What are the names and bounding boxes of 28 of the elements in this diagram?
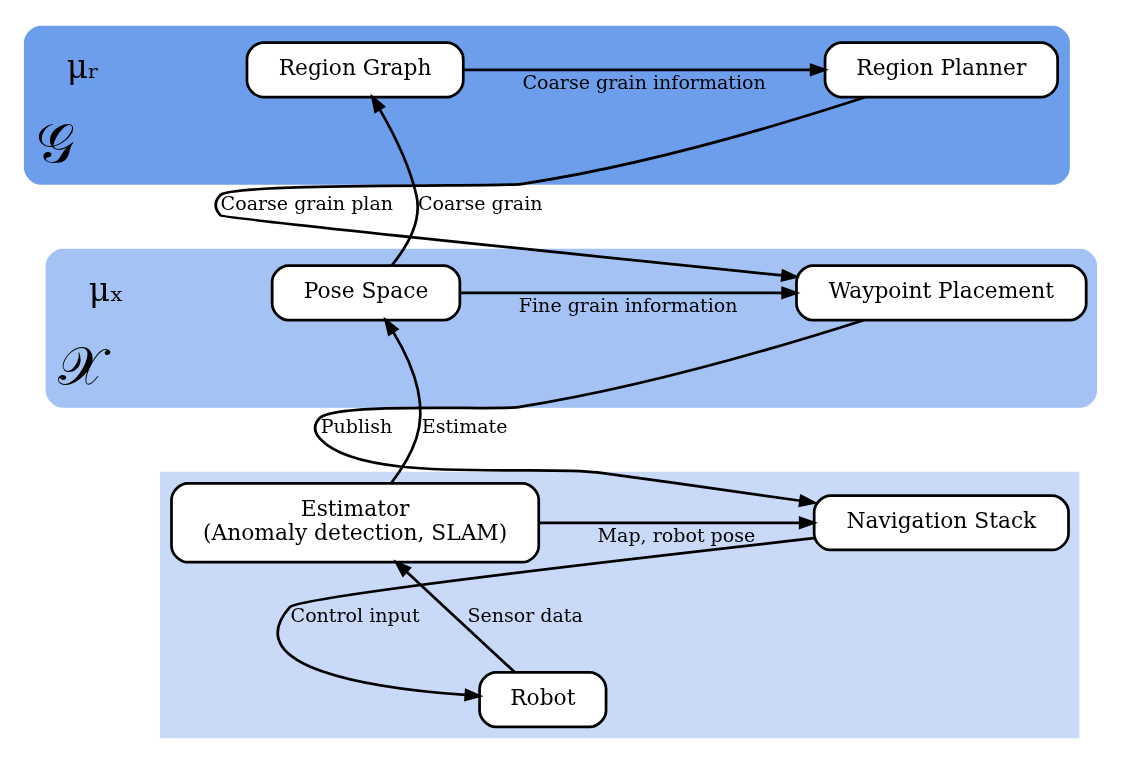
node-box: Robot	[478, 670, 608, 728]
node-box: Navigation Stack	[812, 493, 1070, 551]
arrow	[277, 536, 815, 702]
arrow	[370, 93, 419, 266]
edge-label: Publish	[320, 414, 393, 437]
arrow	[393, 559, 516, 673]
node-box: Pose Space	[270, 263, 462, 321]
edge-label: Fine grain information	[518, 293, 738, 316]
edge-label: Coarse grain plan	[220, 191, 394, 214]
node-box: Region Graph	[245, 40, 465, 98]
edge-label: Sensor data	[467, 603, 583, 626]
edge-label: Coarse grain	[417, 191, 543, 214]
arrow	[214, 95, 867, 282]
edge-label: Estimate	[421, 414, 508, 437]
node-box: Waypoint Placement	[795, 263, 1088, 321]
arrow	[383, 316, 422, 484]
arrow	[463, 62, 829, 77]
node-box: Region Planner	[823, 40, 1059, 98]
edge-label: Control input	[290, 603, 420, 626]
edge-label: Map, robot pose	[597, 523, 756, 546]
label: μᵣ	[66, 47, 100, 86]
label: μₓ	[88, 270, 124, 309]
cluster	[159, 471, 1080, 738]
arrow	[460, 285, 801, 300]
arrow	[315, 318, 865, 507]
node-box: Estimator (Anomaly detection, SLAM)	[170, 481, 541, 564]
arrow	[539, 515, 818, 529]
edge-label: Coarse grain information	[522, 70, 766, 93]
